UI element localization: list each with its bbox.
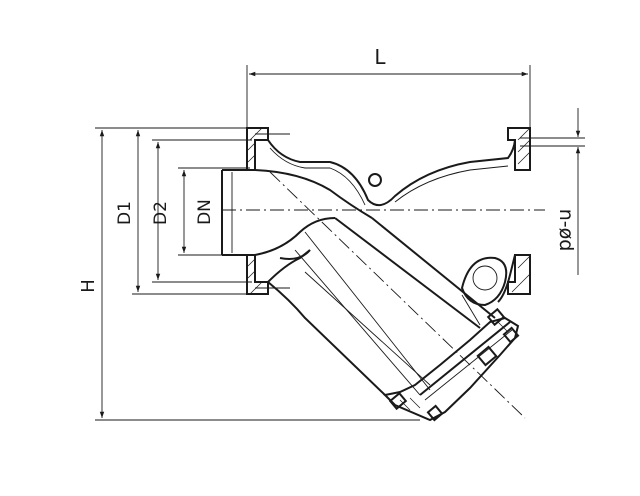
inlet-pipe xyxy=(221,169,255,256)
label-L: L xyxy=(374,45,386,69)
dimension-H: H xyxy=(78,127,420,421)
dimension-DN: DN xyxy=(178,167,250,256)
strainer-body xyxy=(254,139,516,396)
label-DN: DN xyxy=(195,199,215,225)
label-H: H xyxy=(78,279,99,293)
dimension-D1: D1 xyxy=(115,130,250,295)
dimension-L: L xyxy=(246,45,531,128)
label-D2: D2 xyxy=(151,201,171,225)
dimension-bolt-holes: n-ød xyxy=(520,108,585,275)
label-D1: D1 xyxy=(115,201,135,225)
centre-lines xyxy=(222,171,545,419)
right-flange xyxy=(507,127,531,295)
label-bolt-holes: n-ød xyxy=(555,209,577,252)
bottom-cover xyxy=(382,307,520,422)
dimension-D2: D2 xyxy=(151,139,252,283)
